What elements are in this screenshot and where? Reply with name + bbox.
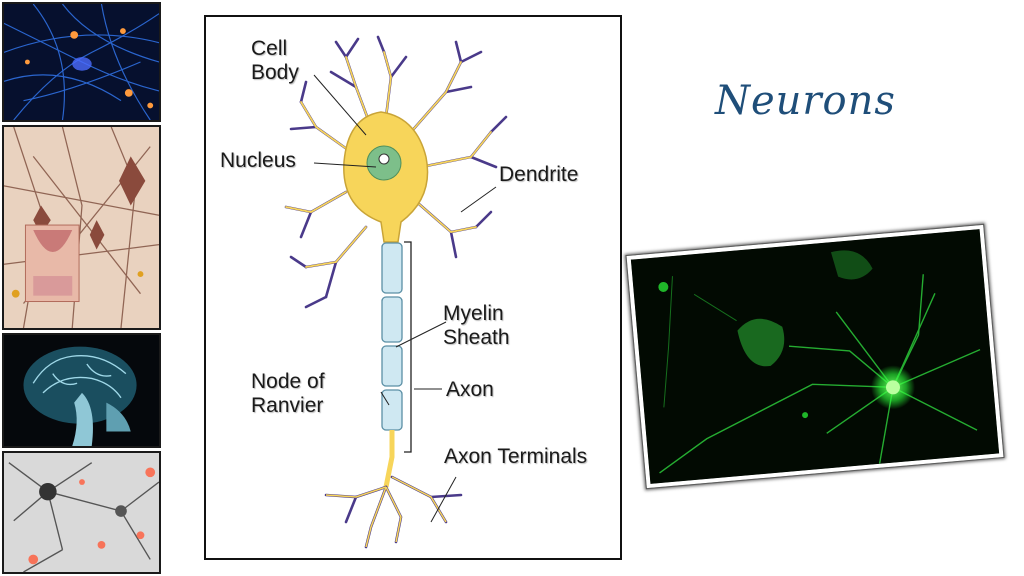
neuron-illustration: [284, 35, 508, 549]
label-cell-body: Cell Body: [251, 37, 299, 85]
slide-title: Neurons: [715, 78, 896, 124]
label-myelin-sheath: Myelin Sheath: [443, 302, 510, 350]
label-cell-body-line2: Body: [251, 61, 299, 84]
label-cell-body-line1: Cell: [251, 37, 288, 60]
label-myelin-sheath-line1: Myelin: [443, 302, 504, 325]
thumbnail-brain-mri: [2, 333, 161, 448]
label-node-of-ranvier: Node of Ranvier: [251, 370, 325, 418]
label-nucleus: Nucleus: [220, 149, 296, 172]
label-axon: Axon: [446, 378, 494, 401]
thumbnail-neural-network-blue: [2, 2, 161, 122]
label-dendrite: Dendrite: [499, 163, 579, 186]
label-axon-terminals: Axon Terminals: [444, 445, 588, 468]
thumbnail-neurons-grey: [2, 451, 161, 574]
neuron-diagram: Cell Body Nucleus Dendrite Myelin Sheath…: [204, 15, 622, 560]
label-node-of-ranvier-line1: Node of: [251, 370, 325, 393]
thumbnail-neurons-synapse: [2, 125, 161, 330]
label-myelin-sheath-line2: Sheath: [443, 326, 510, 349]
label-node-of-ranvier-line2: Ranvier: [251, 394, 324, 417]
fluorescent-neuron-photo: [626, 224, 1004, 489]
